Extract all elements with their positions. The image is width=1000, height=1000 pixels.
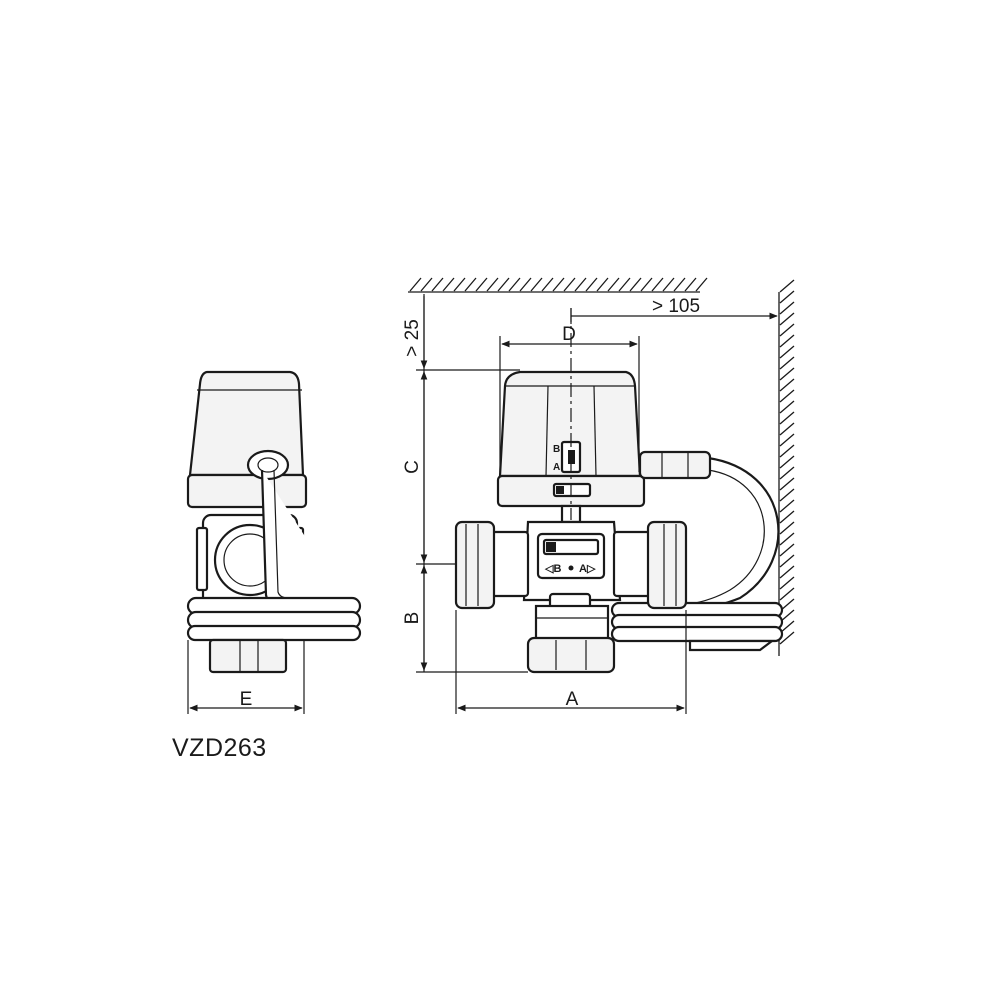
side-view bbox=[186, 370, 362, 674]
dimension-clearance-top-label: > 25 bbox=[402, 319, 423, 357]
actuator-label-b: B bbox=[553, 444, 560, 455]
front-cable-loop bbox=[689, 456, 780, 614]
dimension-d-label: D bbox=[562, 324, 576, 345]
ceiling-hatch bbox=[408, 277, 708, 293]
dimension-b-label: B bbox=[402, 612, 423, 625]
dimension-d: D bbox=[499, 324, 640, 472]
side-cable-gland bbox=[246, 449, 290, 481]
front-cable-gland bbox=[638, 450, 712, 480]
dimension-vertical-set: > 25 C B bbox=[402, 294, 528, 673]
bottom-connector-nut bbox=[526, 636, 616, 674]
dimension-c-label: C bbox=[402, 460, 423, 474]
side-actuator-base bbox=[186, 473, 308, 509]
wall-hatch bbox=[778, 279, 795, 656]
dimension-e-label: E bbox=[240, 689, 253, 710]
valve-port-b: ◁B bbox=[544, 563, 561, 575]
front-view: B A ◁B A▷ bbox=[454, 308, 784, 674]
actuator-label-a: A bbox=[553, 462, 560, 473]
side-bottom-nut bbox=[208, 638, 288, 674]
front-cable-coil-3 bbox=[610, 625, 784, 643]
dimension-e: E bbox=[187, 640, 305, 714]
valve-port-a: A▷ bbox=[579, 563, 596, 575]
dimension-clearance-side: > 105 bbox=[570, 296, 778, 324]
bottom-neck bbox=[534, 604, 610, 642]
right-connector-nut bbox=[646, 520, 688, 610]
side-cable-coil-3 bbox=[186, 624, 362, 642]
model-label: VZD263 bbox=[172, 734, 267, 762]
dimension-a-label: A bbox=[566, 689, 579, 710]
left-connector-nut bbox=[454, 520, 496, 610]
dimension-a: A bbox=[455, 610, 687, 714]
dimension-clearance-side-label: > 105 bbox=[652, 296, 700, 317]
